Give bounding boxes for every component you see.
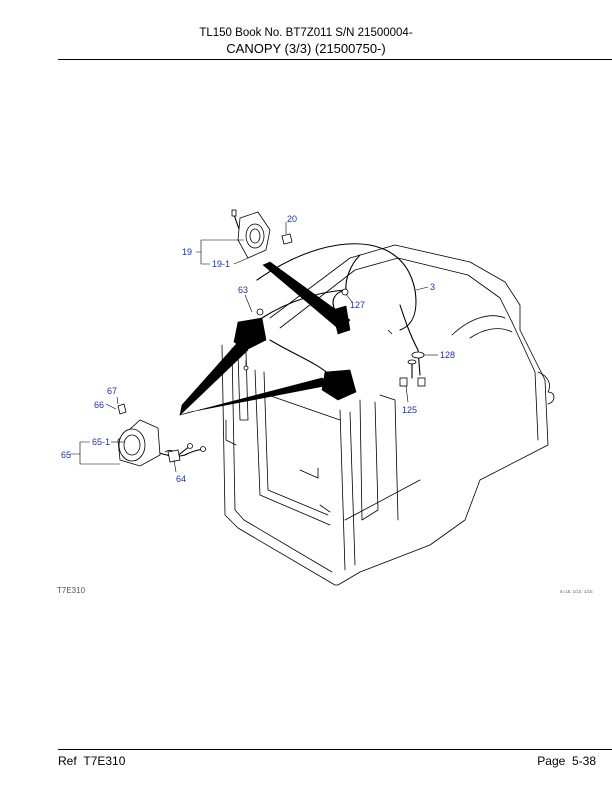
figure-stamp: 5=18. 1/10. 1/15 bbox=[560, 589, 593, 594]
work-lamps bbox=[179, 261, 357, 416]
callout-125: 125 bbox=[402, 405, 417, 415]
header-rule bbox=[58, 59, 612, 60]
callout-63: 63 bbox=[238, 285, 248, 295]
callout-128: 128 bbox=[440, 350, 455, 360]
footer-page-label: Page bbox=[537, 754, 566, 768]
footer-page-number: 5-38 bbox=[571, 754, 596, 768]
figure-code: T7E310 bbox=[57, 586, 86, 595]
page-header-subtitle: CANOPY (3/3) (21500750-) bbox=[226, 41, 386, 56]
footer-page: Page 5-38 bbox=[537, 754, 596, 768]
callout-20: 20 bbox=[287, 214, 297, 224]
callout-127: 127 bbox=[350, 300, 365, 310]
callout-3: 3 bbox=[430, 282, 435, 292]
page-header-title: TL150 Book No. BT7Z011 S/N 21500004- bbox=[199, 27, 413, 39]
callout-66: 66 bbox=[94, 400, 104, 410]
callout-64: 64 bbox=[176, 474, 186, 484]
lamp-65-drawing bbox=[117, 403, 176, 467]
connectors bbox=[167, 288, 426, 463]
callout-19: 19 bbox=[182, 247, 192, 257]
callout-67: 67 bbox=[107, 386, 117, 396]
leader-lines bbox=[70, 222, 438, 473]
footer-rule bbox=[58, 749, 612, 750]
callout-19-1: 19-1 bbox=[212, 259, 230, 269]
footer-ref-label: Ref bbox=[58, 754, 77, 768]
footer-ref-code: T7E310 bbox=[83, 754, 126, 768]
canopy-drawing bbox=[221, 244, 555, 586]
footer-ref: Ref T7E310 bbox=[58, 754, 125, 768]
callout-65: 65 bbox=[61, 450, 71, 460]
callout-65-1: 65-1 bbox=[92, 437, 110, 447]
lamp-19-drawing bbox=[231, 209, 293, 259]
